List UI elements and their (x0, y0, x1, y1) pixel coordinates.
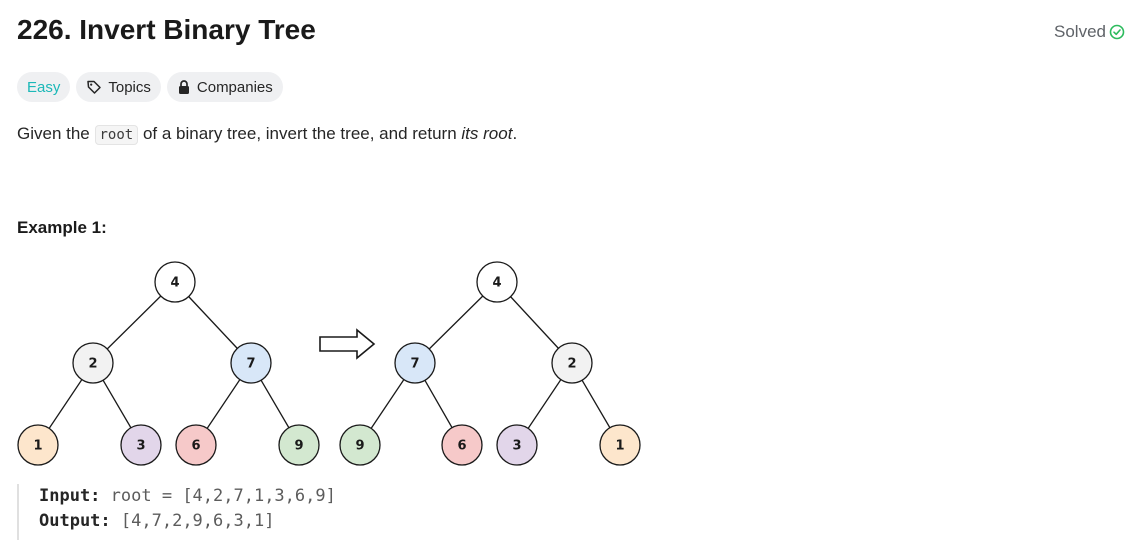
tree-node: 2 (551, 342, 593, 384)
tag-bar: Easy Topics Companies (17, 72, 283, 102)
tree-node: 7 (394, 342, 436, 384)
node-value: 1 (33, 439, 42, 454)
check-circle-icon (1109, 24, 1125, 40)
problem-title: 226. Invert Binary Tree (17, 14, 316, 45)
node-value: 7 (410, 357, 419, 372)
solved-status: Solved (1054, 22, 1125, 42)
difficulty-badge: Easy (17, 72, 71, 102)
tree-node: 4 (476, 261, 518, 303)
input-value: root = [4,2,7,1,3,6,9] (110, 486, 336, 506)
companies-label: Companies (196, 78, 273, 96)
tree-diagram: 4 2 7 1 3 6 9 4 7 2 9 6 (17, 261, 641, 466)
node-value: 6 (457, 439, 466, 454)
topics-label: Topics (108, 78, 151, 96)
node-value: 1 (615, 439, 624, 454)
tree-node: 3 (120, 424, 162, 466)
output-value: [4,7,2,9,6,3,1] (120, 511, 275, 531)
node-value: 9 (355, 439, 364, 454)
tree-node: 9 (278, 424, 320, 466)
node-value: 9 (294, 439, 303, 454)
tree-node: 6 (175, 424, 217, 466)
desc-emphasis: its root (461, 124, 513, 143)
tree-node: 1 (599, 424, 641, 466)
topics-button[interactable]: Topics (76, 72, 161, 102)
node-value: 3 (136, 439, 145, 454)
tree-node: 1 (17, 424, 59, 466)
arrow-right-icon (319, 328, 376, 360)
node-value: 2 (567, 357, 576, 372)
node-value: 4 (492, 276, 501, 291)
tree-node: 3 (496, 424, 538, 466)
tree-node: 9 (339, 424, 381, 466)
node-value: 4 (170, 276, 179, 291)
tree-node: 2 (72, 342, 114, 384)
tag-icon (86, 79, 102, 95)
output-label: Output: (39, 511, 111, 531)
node-value: 7 (246, 357, 255, 372)
node-value: 3 (512, 439, 521, 454)
input-label: Input: (39, 486, 101, 506)
solved-label: Solved (1054, 22, 1106, 41)
example-title: Example 1: (17, 218, 107, 237)
output-line: Output: [4,7,2,9,6,3,1] (39, 509, 336, 534)
companies-button[interactable]: Companies (166, 72, 283, 102)
tree-node: 6 (441, 424, 483, 466)
code-root: root (94, 125, 139, 145)
node-value: 6 (191, 439, 200, 454)
example-io-block: Input: root = [4,2,7,1,3,6,9] Output: [4… (17, 484, 336, 540)
problem-description: Given the root of a binary tree, invert … (17, 124, 518, 145)
input-line: Input: root = [4,2,7,1,3,6,9] (39, 484, 336, 509)
node-value: 2 (88, 357, 97, 372)
difficulty-label: Easy (27, 78, 61, 96)
desc-text-2: of a binary tree, invert the tree, and r… (138, 124, 462, 143)
desc-text-3: . (512, 124, 518, 143)
tree-node: 7 (230, 342, 272, 384)
tree-node: 4 (154, 261, 196, 303)
lock-icon (177, 79, 191, 95)
desc-text-1: Given the (17, 124, 95, 143)
